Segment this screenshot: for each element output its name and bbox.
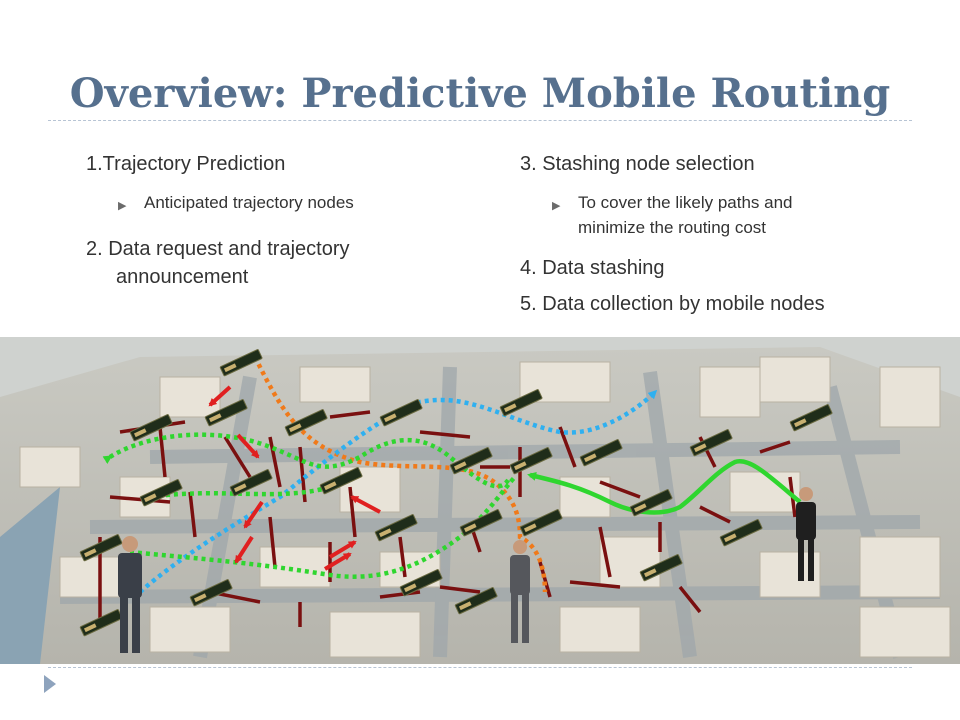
footer-divider [48, 667, 912, 668]
stashing-arrows [208, 385, 381, 571]
water-area [0, 487, 60, 664]
left-column: 1.Trajectory Prediction ▶ Anticipated tr… [86, 150, 446, 291]
step-data-request-line2: announcement [116, 266, 249, 288]
bullet-icon: ▶ [552, 200, 561, 212]
trajectory-path-green-upper [102, 432, 513, 489]
trajectory-path-green-middle [149, 484, 331, 500]
actual-path-green [527, 458, 802, 515]
step-data-request-line1: 2. Data request and trajectory [86, 238, 350, 260]
sub-bullet-anticipated-nodes: ▶ Anticipated trajectory nodes [86, 190, 446, 215]
step-stashing-node-selection: 3. Stashing node selection [520, 153, 755, 175]
trajectory-path-orange [248, 349, 548, 593]
triangle-right-icon[interactable] [44, 675, 56, 693]
sub-bullet-cover-paths: ▶ To cover the likely paths and minimize… [520, 190, 920, 240]
sub-bullet-text-line1: To cover the likely paths and [578, 193, 793, 212]
bullet-icon: ▶ [118, 200, 127, 212]
sub-bullet-text-line2: minimize the routing cost [578, 218, 767, 237]
step-data-collection: 5. Data collection by mobile nodes [520, 293, 825, 315]
city-network-illustration [0, 337, 960, 664]
title-divider [48, 120, 912, 121]
sensor-nodes [79, 349, 833, 637]
step-data-request: 2. Data request and trajectory announcem… [86, 235, 446, 291]
mobile-user-center [510, 540, 530, 643]
right-column: 3. Stashing node selection ▶ To cover th… [520, 150, 920, 318]
sub-bullet-text: Anticipated trajectory nodes [144, 193, 354, 212]
page-title: Overview: Predictive Mobile Routing [69, 70, 891, 117]
step-data-stashing: 4. Data stashing [520, 257, 665, 279]
mobile-user-right [796, 487, 816, 581]
mobile-user-left [118, 536, 142, 653]
step-trajectory-prediction: 1.Trajectory Prediction [86, 153, 286, 175]
trajectory-path-green-lower [129, 475, 517, 579]
